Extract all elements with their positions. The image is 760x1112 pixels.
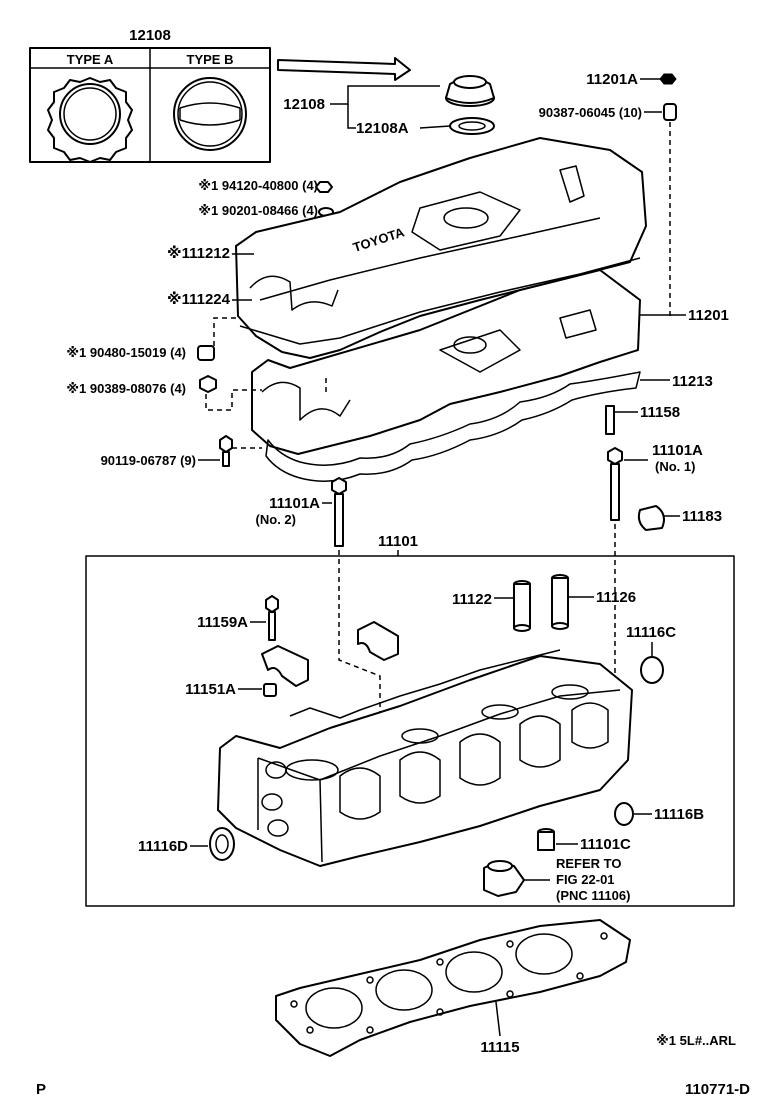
callout-11101c: 11101C [580,836,631,853]
head-cover-gasket-11213-drawing [265,371,641,482]
callout-11158: 11158 [640,404,680,421]
callout-12108a: 12108A [356,120,409,137]
grommet-90480-drawing [197,345,215,361]
callout-90201: ※1 90201-08466 (4) [198,203,318,218]
plug-11116b-drawing [614,802,634,826]
bolt-11159a-drawing [265,595,279,641]
callout-90119: 90119-06787 (9) [101,453,196,468]
arrow-to-cap [277,57,411,81]
stud-11158-drawing [605,405,615,435]
callout-11101a-no1: 11101A [652,442,703,459]
bolt-90119-drawing [219,435,233,467]
plug-11116c-drawing [640,656,664,684]
callout-11183: 11183 [682,508,722,525]
callout-90480: ※1 90480-15019 (4) [66,345,186,360]
callout-11116d: 11116D [138,838,188,855]
callout-12108-cap: 12108 [283,96,325,113]
callout-11126: 11126 [596,589,636,606]
plug-11183-drawing [637,505,665,531]
cylinder-head-body-drawing [217,649,633,867]
refer-line-1: REFER TO [556,856,622,871]
callout-90387: 90387-06045 (10) [539,105,642,120]
oil-cap-type-inset: TYPE A TYPE B [29,47,271,163]
callout-11122: 11122 [452,591,492,608]
type-a-label: TYPE A [67,52,114,67]
bearing-cap-lower-drawing [261,645,309,687]
nut-94120-drawing [315,181,333,193]
valve-guide-11126-drawing [551,574,569,630]
footnote-text: ※1 5L#..ARL [656,1033,736,1048]
callout-111224: ※111224 [167,290,231,308]
callout-11201: 11201 [688,307,729,324]
callout-94120: ※1 94120-40800 (4) [198,178,318,193]
callout-11213: 11213 [672,373,713,390]
refer-line-2: FIG 22-01 [556,872,615,887]
cylinder-head-cover-11201-drawing [251,269,641,455]
callout-12108-top: 12108 [129,27,171,44]
oil-cap-type-b-drawing [173,77,247,151]
callout-90389: ※1 90389-08076 (4) [66,381,186,396]
cylinder-head-assembly-box [85,555,735,907]
seal-11116d-drawing [209,827,235,861]
callout-11101a-no2-sub: (No. 2) [256,512,296,527]
pin-11151a-drawing [263,683,277,697]
callout-11151a: 11151A [185,681,236,698]
callout-11201a: 11201A [586,71,638,88]
bolt-11101a-no2-drawing [331,477,347,547]
pin-11101c-drawing [537,828,555,851]
valve-guide-11122-drawing [513,580,531,632]
valve-seat-ref-drawing [483,860,525,897]
callout-11116c: 11116C [626,624,676,641]
callout-111212: ※111212 [167,244,230,262]
callout-11115: 11115 [480,1039,519,1056]
nut-11201a-drawing [659,73,677,85]
grommet-90387-drawing [663,103,677,121]
figure-id: 110771-D [685,1081,750,1098]
refer-line-3: (PNC 11106) [556,888,630,903]
bolt-11101a-no1-drawing [607,447,623,521]
bearing-cap-upper-drawing [357,621,399,661]
type-b-label: TYPE B [187,52,234,67]
callout-11101a-no1-sub: (No. 1) [655,459,695,474]
cylinder-head-gasket-11115-drawing [275,919,631,1057]
callout-11101a-no2: 11101A [269,495,320,512]
callout-11116b: 11116B [654,806,704,823]
callout-11159a: 11159A [197,614,248,631]
stud-90389-drawing [199,375,217,393]
page-letter: P [36,1081,46,1098]
cylinder-head-cover-111212-drawing: TOYOTA [235,137,647,359]
oil-cap-type-a-drawing [47,77,133,163]
callout-11101: 11101 [378,533,418,550]
oil-filler-cap-drawing [445,75,495,135]
